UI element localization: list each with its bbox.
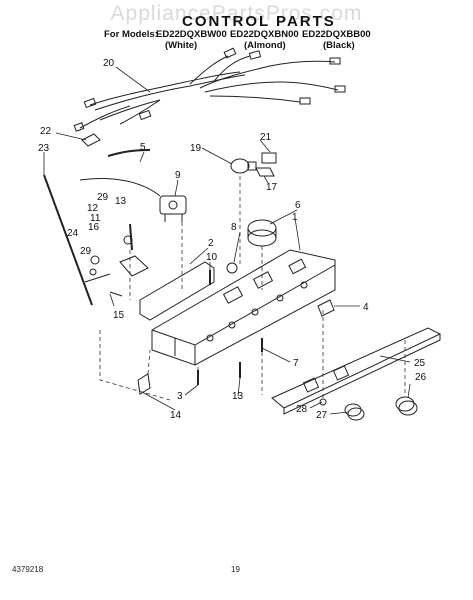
callout-12: 12	[87, 203, 99, 214]
callout-13-upper: 13	[115, 196, 127, 207]
callout-28: 28	[296, 404, 308, 415]
callout-25: 25	[414, 358, 426, 369]
watermark: AppliancePartsPros.com	[110, 2, 363, 25]
model-2: ED22DQXBN00	[230, 29, 299, 40]
callout-6: 6	[295, 200, 301, 211]
callout-15: 15	[113, 310, 125, 321]
callout-29-lower: 29	[80, 246, 92, 257]
wire-harness	[73, 47, 346, 132]
part-16-knob-shaft	[119, 255, 149, 277]
callout-21: 21	[260, 132, 272, 143]
callout-8: 8	[231, 222, 237, 233]
part-15-pin	[109, 291, 123, 297]
callout-11: 11	[90, 213, 101, 224]
part-23-rod	[43, 174, 93, 306]
callout-20: 20	[103, 58, 115, 69]
callout-24: 24	[67, 228, 79, 239]
model-3: ED22DQXBB00	[302, 29, 371, 40]
part-29-washer	[90, 255, 100, 265]
callout-27: 27	[316, 410, 328, 421]
part-9-thermostat	[159, 195, 187, 222]
callout-9: 9	[175, 170, 181, 181]
part-12-washer	[123, 235, 133, 245]
part-28-washer	[319, 398, 327, 406]
part-22-clip	[81, 133, 101, 147]
model-2-color: (Almond)	[244, 40, 286, 51]
part-5-tube	[107, 149, 151, 157]
callout-26: 26	[415, 372, 427, 383]
capillary-line	[79, 178, 161, 197]
callout-16: 16	[88, 222, 100, 233]
callout-10: 10	[206, 252, 218, 263]
callout-22: 22	[40, 126, 52, 137]
callout-29-upper: 29	[97, 192, 109, 203]
part-8-grommet	[226, 262, 238, 274]
models-label: For Models:	[104, 29, 158, 40]
part-1-control-housing	[151, 249, 336, 366]
part-19-bulb	[230, 158, 257, 174]
callout-13-lower: 13	[232, 391, 244, 402]
model-1-color: (White)	[165, 40, 198, 51]
part-2-bracket	[139, 261, 215, 321]
model-3-color: (Black)	[323, 40, 355, 51]
callout-23: 23	[38, 143, 50, 154]
part-24-link	[84, 273, 111, 283]
leader-lines	[43, 66, 411, 415]
callout-3: 3	[177, 391, 183, 402]
part-25-control-panel	[271, 327, 442, 415]
part-27-knob	[344, 403, 365, 421]
page-number: 19	[231, 565, 240, 574]
part-4-clip	[317, 299, 335, 317]
part-29-washer-2	[89, 268, 97, 276]
part-6-switch	[247, 219, 277, 247]
part-21-socket	[261, 152, 277, 164]
part-17-bracket	[255, 167, 275, 177]
callout-7: 7	[293, 358, 299, 369]
callout-14: 14	[170, 410, 182, 421]
callout-19: 19	[190, 143, 202, 154]
part-14-clip	[137, 373, 151, 395]
callout-2: 2	[208, 238, 214, 249]
callout-4: 4	[363, 302, 369, 313]
model-1: ED22DQXBW00	[156, 29, 227, 40]
document-number: 4379218	[12, 565, 44, 574]
callout-1: 1	[292, 212, 298, 223]
part-26-knob	[395, 396, 418, 416]
callout-numbers: 20 22 23 5 9 19 21 17 29 13 12 11 16 24 …	[38, 58, 427, 421]
diagram-title: CONTROL PARTS	[182, 13, 336, 30]
callout-5: 5	[140, 142, 146, 153]
callout-17: 17	[266, 182, 278, 193]
alignment-lines	[99, 176, 406, 401]
